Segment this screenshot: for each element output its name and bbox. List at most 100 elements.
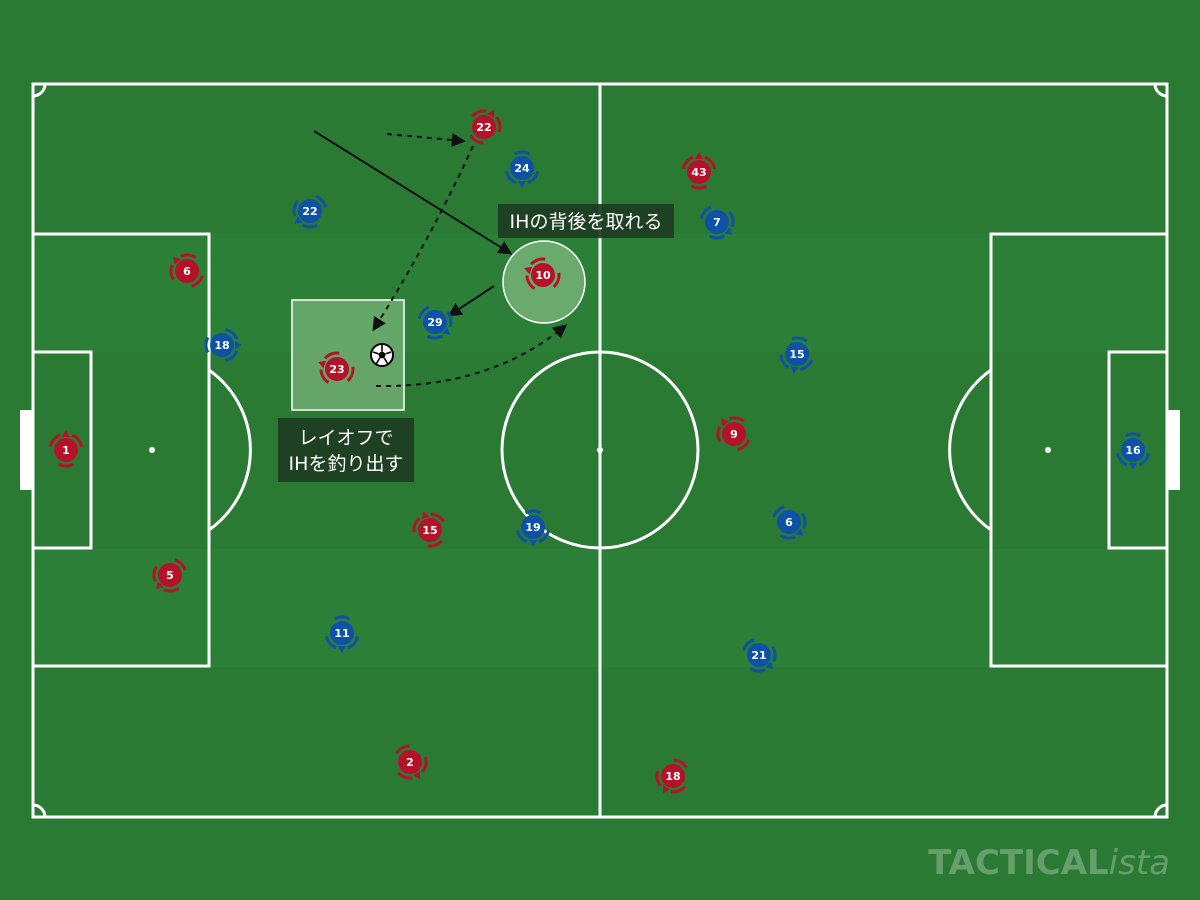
player-token-body	[423, 310, 447, 334]
player-token-body	[54, 438, 78, 462]
player-blue-18: 18	[204, 327, 242, 363]
run-arrow-solid	[313, 130, 513, 255]
player-orientation-marks	[742, 638, 777, 673]
pitch-spots	[20, 410, 1180, 490]
player-number: 10	[535, 269, 551, 282]
player-token-body	[661, 764, 685, 788]
corner-arc-tr	[1153, 83, 1168, 98]
player-blue-11: 11	[324, 615, 360, 653]
player-token-body	[747, 643, 771, 667]
player-token-body	[175, 259, 199, 283]
player-orientation-marks	[152, 558, 187, 593]
player-token-body	[210, 333, 234, 357]
player-number: 18	[665, 770, 680, 783]
player-red-9: 9	[716, 416, 751, 452]
player-number: 2	[406, 756, 414, 769]
player-blue-6: 6	[772, 505, 807, 540]
player-blue-15: 15	[779, 336, 814, 374]
watermark-brand-suffix: ista	[1109, 843, 1170, 883]
callout-layoff-line2: IHを釣り出す	[289, 453, 404, 475]
player-token-body	[785, 342, 809, 366]
player-blue-21: 21	[742, 638, 777, 673]
player-orientation-marks	[292, 194, 328, 229]
player-token-body	[531, 263, 555, 287]
player-orientation-marks	[204, 327, 242, 363]
player-orientation-marks	[504, 150, 540, 188]
watermark-logo: TACTICALista	[928, 843, 1170, 883]
player-number: 15	[422, 524, 437, 537]
player-number: 6	[785, 516, 793, 529]
player-token-body	[521, 515, 545, 539]
callout-ih-behind-bg	[498, 204, 674, 238]
player-red-22: 22	[469, 109, 502, 145]
player-number: 21	[751, 649, 766, 662]
player-red-10: 10	[524, 257, 561, 290]
corner-arc-bl	[32, 803, 47, 818]
player-red-6: 6	[169, 253, 204, 288]
player-orientation-marks	[48, 430, 84, 468]
player-token-body	[298, 199, 322, 223]
player-number: 7	[713, 216, 721, 229]
player-orientation-marks	[681, 152, 717, 190]
player-blue-7: 7	[699, 205, 735, 240]
center-circle	[500, 350, 700, 550]
left-penalty-spot	[149, 447, 155, 453]
player-red-18: 18	[655, 758, 688, 794]
player-red-23: 23	[318, 351, 355, 384]
player-number: 23	[329, 363, 344, 376]
player-red-43: 43	[681, 152, 717, 190]
player-orientation-marks	[469, 109, 502, 145]
player-number: 22	[302, 205, 317, 218]
player-blue-22: 22	[292, 194, 328, 229]
player-token-body	[330, 621, 354, 645]
callout-ih-behind-text: IHの背後を取れる	[510, 211, 663, 233]
player-orientation-marks	[318, 351, 355, 384]
player-orientation-marks	[524, 257, 561, 290]
left-goal	[20, 410, 33, 490]
player-token-body	[158, 563, 182, 587]
player-token-body	[687, 160, 711, 184]
player-token-body	[705, 210, 729, 234]
player-orientation-marks	[779, 336, 814, 374]
player-token-body	[510, 156, 534, 180]
player-orientation-marks	[412, 511, 445, 548]
player-number: 19	[525, 521, 540, 534]
player-blue-16: 16	[1115, 432, 1151, 470]
player-orientation-marks	[395, 744, 428, 780]
player-red-5: 5	[152, 558, 187, 593]
corner-arc-br	[1153, 803, 1168, 818]
player-token-body	[325, 357, 349, 381]
player-token-body	[777, 510, 801, 534]
run-arrow-dashed-top	[386, 133, 466, 147]
player-token-body	[1121, 438, 1145, 462]
player-orientation-marks	[699, 205, 735, 240]
player-orientation-marks	[417, 305, 453, 340]
player-red-15: 15	[412, 511, 445, 548]
red-team-players: 1 6 5 23 22 10 15 2 43 9 18	[48, 109, 751, 794]
player-red-1: 1	[48, 430, 84, 468]
player-orientation-marks	[169, 253, 204, 288]
player-orientation-marks	[655, 758, 688, 794]
player-blue-19: 19	[515, 509, 551, 547]
player-number: 43	[691, 166, 706, 179]
callout-layoff: レイオフで IHを釣り出す	[278, 418, 414, 482]
watermark-brand-main: TACTICAL	[928, 843, 1109, 883]
left-penalty-arc	[208, 368, 252, 532]
center-spot	[597, 447, 603, 453]
player-blue-24: 24	[504, 150, 540, 188]
right-penalty-spot	[1045, 447, 1051, 453]
player-number: 18	[214, 339, 229, 352]
movement-arrows	[313, 130, 568, 388]
player-orientation-marks	[515, 509, 551, 547]
player-orientation-marks	[1115, 432, 1151, 470]
player-number: 1	[62, 444, 70, 457]
player-number: 16	[1125, 444, 1141, 457]
player-token-body	[398, 750, 422, 774]
callout-layoff-bg	[278, 418, 414, 482]
player-orientation-marks	[716, 416, 751, 452]
corner-arc-tl	[32, 83, 47, 98]
player-number: 22	[476, 121, 491, 134]
pass-arrow-dashed-down	[372, 145, 474, 332]
